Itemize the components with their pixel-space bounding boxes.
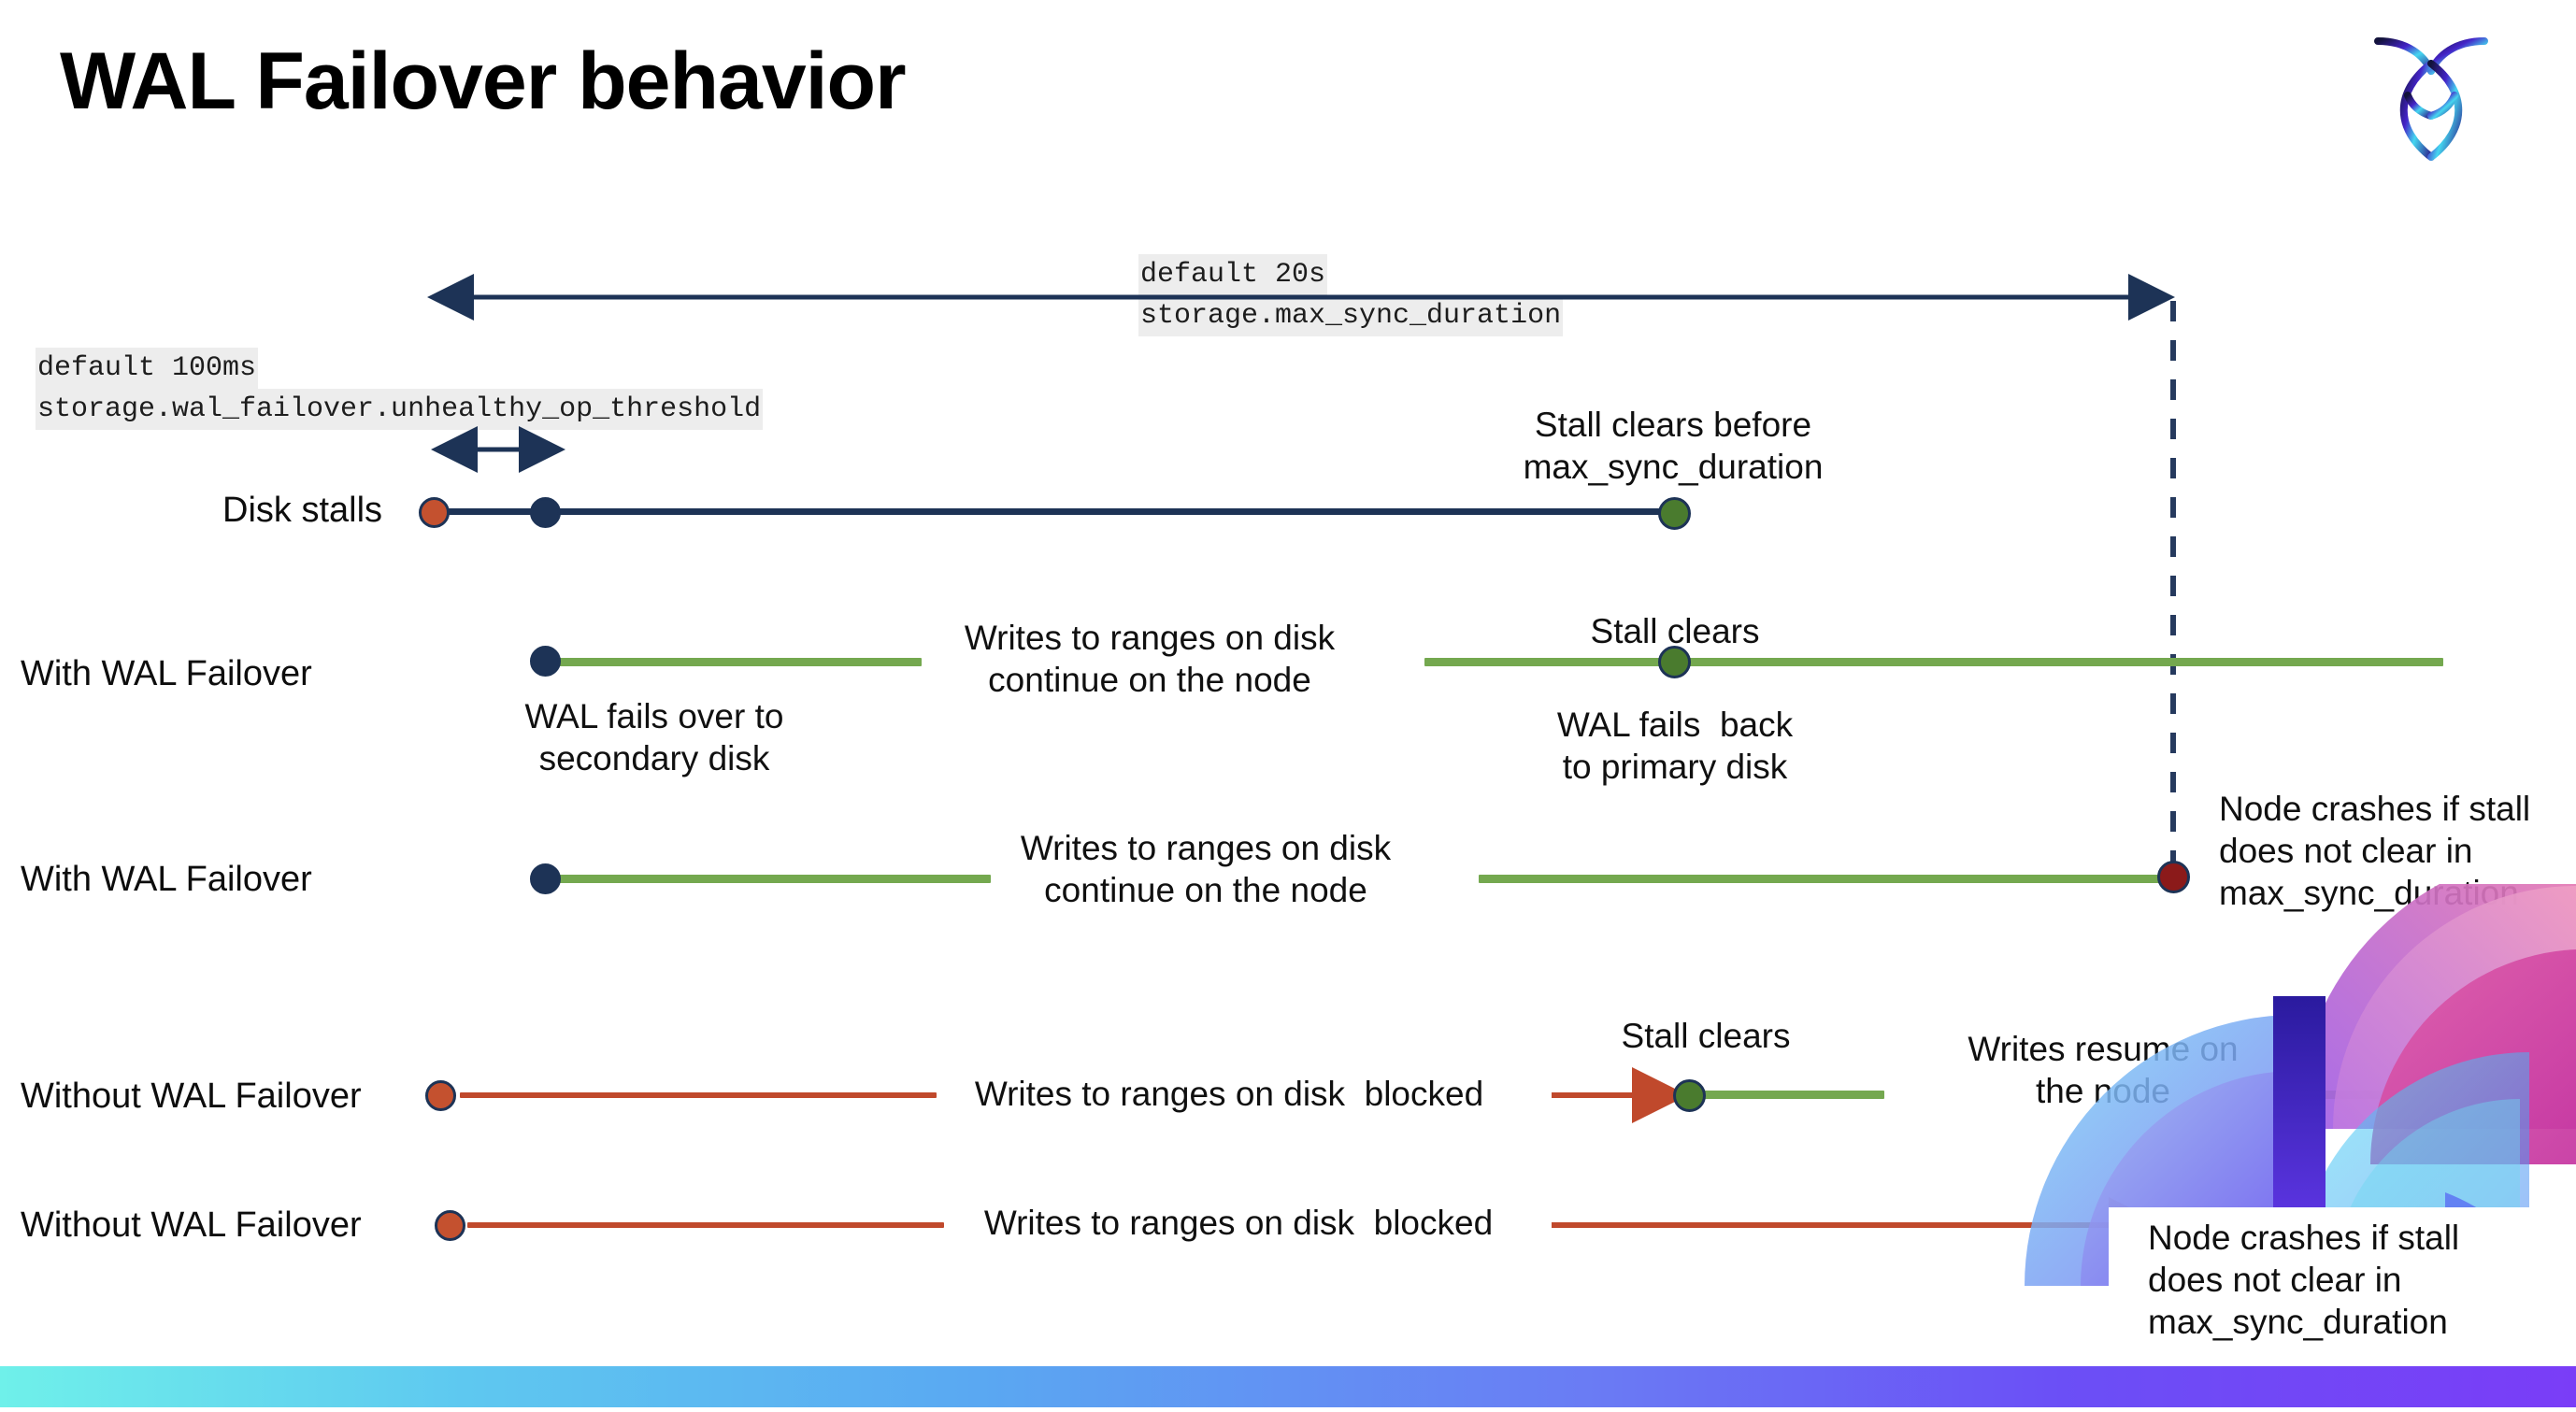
- writes-resume-line-a-row4: [1701, 1091, 1884, 1099]
- page-title: WAL Failover behavior: [60, 36, 907, 126]
- note-stall-clears-row4: Stall clears: [1621, 1017, 1791, 1055]
- bottom-gradient-bar: [0, 1366, 2576, 1407]
- wal-failover-trigger-dot-row2: [530, 646, 561, 677]
- row-label-without-wal-failover-2: Without WAL Failover: [21, 1205, 362, 1245]
- wal-failover-line-a-row2: [548, 658, 922, 666]
- wal-failover-line-b-row3: [1479, 875, 2172, 883]
- disk-stall-start-dot-row4: [425, 1080, 456, 1111]
- disk-stall-start-dot-row5: [435, 1210, 465, 1241]
- node-crash-callout-card: Node crashes if stall does not clear in …: [2109, 1207, 2576, 1366]
- row-label-without-wal-failover-1: Without WAL Failover: [21, 1077, 362, 1116]
- row-label-with-wal-failover-1: With WAL Failover: [21, 654, 312, 693]
- note-stall-clears-row2: Stall clears: [1590, 612, 1760, 650]
- stall-clears-dot-row4: [1673, 1079, 1706, 1112]
- disk-stall-line: [437, 508, 1671, 515]
- wal-failover-line-a-row3: [548, 875, 991, 883]
- blocked-writes-line-row5: [467, 1222, 944, 1228]
- note-wal-fails-over-row2: WAL fails over to secondary disk: [524, 697, 784, 778]
- note-node-crashes-row5: Node crashes if stall does not clear in …: [2148, 1219, 2460, 1342]
- note-writes-continue-row2: Writes to ranges on disk continue on the…: [964, 619, 1336, 700]
- max-sync-duration-annotation: default 20s storage.max_sync_duration: [1138, 254, 1564, 336]
- disk-stall-start-dot: [419, 497, 450, 528]
- note-writes-blocked-row4: Writes to ranges on disk blocked: [974, 1075, 1484, 1113]
- blocked-writes-line-row4: [460, 1092, 937, 1098]
- note-writes-blocked-row5: Writes to ranges on disk blocked: [983, 1204, 1494, 1242]
- note-wal-fails-back-row2: WAL fails back to primary disk: [1556, 706, 1794, 787]
- node-crash-dot-row3: [2157, 861, 2190, 893]
- row-label-with-wal-failover-2: With WAL Failover: [21, 860, 312, 899]
- wal-failover-trigger-dot-row1: [530, 497, 561, 528]
- wal-failover-line-b-row2: [1424, 658, 2443, 666]
- unhealthy-op-setting-label: storage.wal_failover.unhealthy_op_thresh…: [36, 389, 764, 430]
- max-sync-default-label: default 20s: [1138, 254, 1328, 295]
- note-stall-clears-before-max-sync: Stall clears before max_sync_duration: [1523, 406, 1824, 487]
- stall-clears-dot-row2: [1658, 646, 1691, 678]
- row-label-disk-stalls: Disk stalls: [222, 491, 383, 530]
- note-writes-continue-row3: Writes to ranges on disk continue on the…: [1020, 829, 1392, 910]
- stall-clears-dot-row1: [1658, 497, 1691, 530]
- cockroachdb-logo-icon: [2370, 26, 2492, 162]
- wal-failover-trigger-dot-row3: [530, 863, 561, 894]
- unhealthy-op-default-label: default 100ms: [36, 348, 259, 389]
- unhealthy-op-threshold-annotation: default 100ms storage.wal_failover.unhea…: [36, 348, 764, 430]
- max-sync-setting-label: storage.max_sync_duration: [1138, 295, 1564, 336]
